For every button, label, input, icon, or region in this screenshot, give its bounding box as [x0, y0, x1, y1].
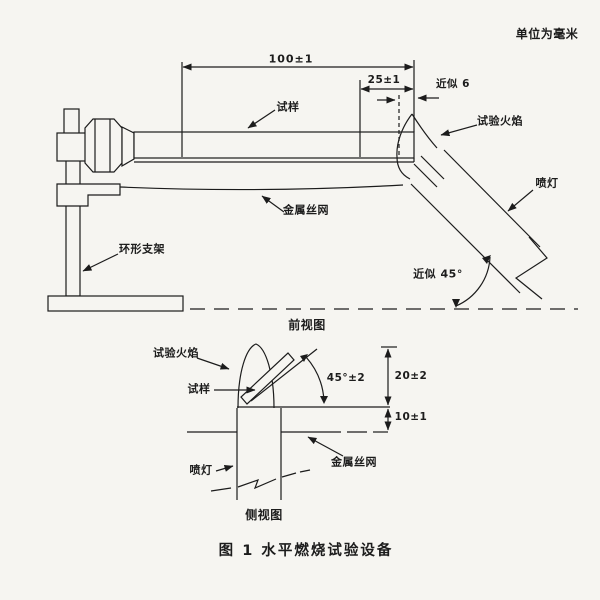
vertical-dimensions-side	[381, 346, 397, 431]
dimension-20-label: 20±2	[394, 369, 428, 382]
figure-caption: 图 1 水平燃烧试验设备	[218, 542, 394, 559]
clamp-barrel	[84, 118, 135, 173]
side-view-drawing	[187, 343, 397, 500]
leaders-side	[196, 357, 344, 472]
burner-tube-side	[236, 408, 282, 500]
specimen-front	[133, 131, 415, 163]
dimension-100-label: 100±1	[268, 52, 314, 66]
tube-break-symbol-side	[210, 469, 311, 492]
unit-note: 单位为毫米	[515, 27, 579, 41]
extension-lines-front	[181, 60, 415, 157]
wire-mesh-front	[119, 184, 404, 191]
front-view-caption: 前视图	[288, 318, 326, 332]
side-view-caption: 侧视图	[245, 508, 283, 522]
burner-label-side: 喷灯	[189, 463, 213, 477]
leaders-front	[82, 109, 534, 272]
burner-label-front: 喷灯	[535, 176, 559, 190]
dimension-25-label: 25±1	[367, 73, 401, 86]
tube-break-symbol	[514, 236, 548, 300]
angle-dimension-label: 45°±2	[326, 371, 366, 384]
wire-mesh-label-front: 金属丝网	[283, 203, 329, 217]
ring-stand	[47, 108, 184, 312]
dimension-10-label: 10±1	[394, 410, 428, 423]
approx-45-label: 近似 45°	[413, 267, 463, 281]
test-flame-front	[396, 113, 438, 180]
specimen-label-front: 试样	[276, 100, 300, 114]
angle-arc-side	[300, 354, 328, 404]
front-view-drawing	[47, 60, 578, 312]
test-flame-label-front: 试验火焰	[477, 114, 523, 128]
angle-arc-front	[452, 255, 491, 308]
test-flame-label-side: 试验火焰	[153, 346, 199, 360]
wire-mesh-label-side: 金属丝网	[331, 455, 377, 469]
approx-6-label: 近似 6	[436, 77, 470, 90]
ring-stand-label: 环形支架	[119, 242, 165, 256]
burner-tube-front	[410, 149, 548, 300]
specimen-label-side: 试样	[187, 382, 211, 396]
